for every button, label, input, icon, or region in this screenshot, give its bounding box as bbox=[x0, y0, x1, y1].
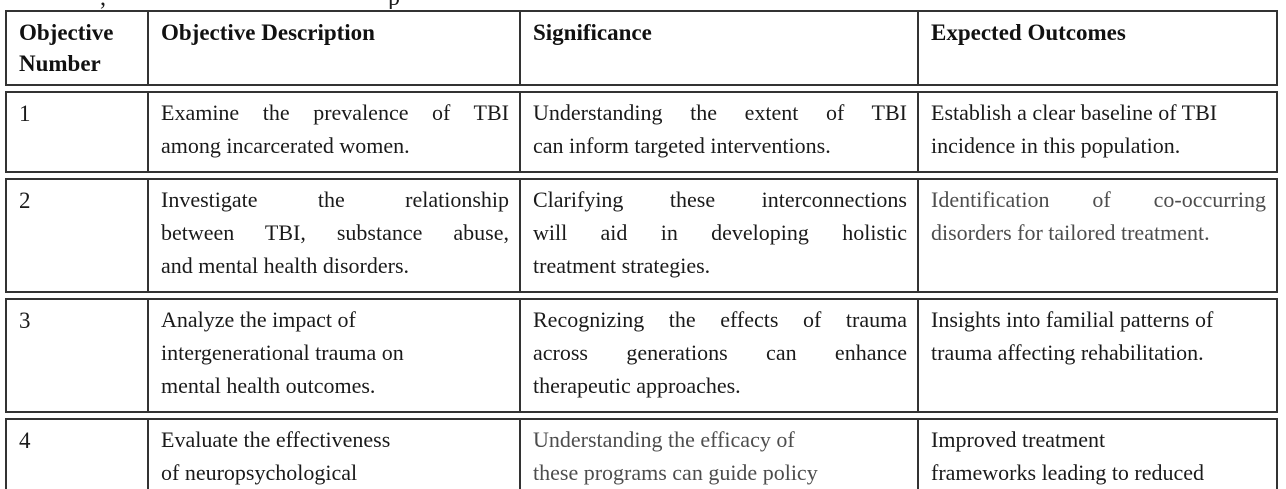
cell-text-line: Improved treatment bbox=[931, 427, 1106, 452]
cell-text-line: incidence in this population. bbox=[931, 133, 1181, 158]
cell-expected-outcomes-row-1: Establish a clear baseline of TBI inciden… bbox=[919, 93, 1276, 171]
cell-significance-row-1: Understanding the extent of TBI can infor… bbox=[521, 93, 919, 171]
text-fragment: , bbox=[100, 0, 106, 9]
cell-objective-number-row-1: 1 bbox=[7, 93, 149, 171]
cell-text-line: Understanding the extent of TBI bbox=[533, 100, 907, 125]
cell-text-line: 1 bbox=[19, 101, 31, 126]
cell-text-line: Expected Outcomes bbox=[931, 20, 1126, 45]
cell-text-line: and mental health disorders. bbox=[161, 253, 410, 278]
cell-expected-outcomes-row-3: Insights into familial patterns of trauma… bbox=[919, 300, 1276, 411]
cell-text-line: Investigate the relationship bbox=[161, 187, 509, 212]
header-cell-objective-description: Objective Description bbox=[149, 12, 521, 84]
cell-text-line: across generations can enhance bbox=[533, 340, 907, 365]
cell-text-line: 4 bbox=[19, 428, 31, 453]
cell-text-line: frameworks leading to reduced bbox=[931, 460, 1205, 485]
cell-expected-outcomes-row-4: Improved treatment frameworks leading to … bbox=[919, 420, 1276, 489]
cell-expected-outcomes-row-2: Identification of co-occurring disorders … bbox=[919, 180, 1276, 291]
cell-text-line: Examine the prevalence of TBI bbox=[161, 100, 509, 125]
cell-text-line: Understanding the efficacy of bbox=[533, 427, 795, 452]
table-row-4: 4 Evaluate the effectiveness of neuropsych… bbox=[5, 418, 1278, 489]
cell-text-line: disorders for tailored treatment. bbox=[931, 220, 1210, 245]
cell-text-line: 3 bbox=[19, 308, 31, 333]
cell-objective-number-row-2: 2 bbox=[7, 180, 149, 291]
table-row-3: 3 Analyze the impact of intergenerational … bbox=[5, 298, 1278, 413]
cell-text-line: Evaluate the effectiveness bbox=[161, 427, 391, 452]
cell-text-line: treatment strategies. bbox=[533, 253, 711, 278]
cell-objective-description-row-1: Examine the prevalence of TBI among incar… bbox=[149, 93, 521, 171]
cell-text-line: can inform targeted interventions. bbox=[533, 133, 831, 158]
cell-text-line: Analyze the impact of bbox=[161, 307, 356, 332]
cell-objective-number-row-3: 3 bbox=[7, 300, 149, 411]
cell-text-line: among incarcerated women. bbox=[161, 133, 410, 158]
cell-text-line: intergenerational trauma on bbox=[161, 340, 404, 365]
cell-objective-description-row-4: Evaluate the effectiveness of neuropsycho… bbox=[149, 420, 521, 489]
cell-text-line: of neuropsychological bbox=[161, 460, 358, 485]
header-cell-expected-outcomes: Expected Outcomes bbox=[919, 12, 1276, 84]
text-fragment: p bbox=[388, 0, 400, 9]
clipped-text-remnant: , p bbox=[0, 0, 1286, 9]
table-row-2: 2 Investigate the relationship between TBI… bbox=[5, 178, 1278, 293]
cell-objective-description-row-3: Analyze the impact of intergenerational t… bbox=[149, 300, 521, 411]
cell-text-line: Recognizing the effects of trauma bbox=[533, 307, 907, 332]
table-row-1: 1 Examine the prevalence of TBI among inca… bbox=[5, 91, 1278, 173]
cell-significance-row-4: Understanding the efficacy of these progr… bbox=[521, 420, 919, 489]
cell-text-line: between TBI, substance abuse, bbox=[161, 220, 509, 245]
cell-text-line: these programs can guide policy bbox=[533, 460, 818, 485]
cell-text-line: therapeutic approaches. bbox=[533, 373, 741, 398]
cell-objective-number-row-4: 4 bbox=[7, 420, 149, 489]
cell-text-line: mental health outcomes. bbox=[161, 373, 376, 398]
cell-text-line: Clarifying these interconnections bbox=[533, 187, 907, 212]
cell-text-line: Insights into familial patterns of bbox=[931, 307, 1214, 332]
cell-objective-description-row-2: Investigate the relationship between TBI,… bbox=[149, 180, 521, 291]
cell-text-line: Establish a clear baseline of TBI bbox=[931, 100, 1218, 125]
cell-significance-row-3: Recognizing the effects of trauma across … bbox=[521, 300, 919, 411]
cell-significance-row-2: Clarifying these interconnections will ai… bbox=[521, 180, 919, 291]
cell-text-line: 2 bbox=[19, 188, 31, 213]
cell-text-line: Number bbox=[19, 51, 101, 76]
cell-text-line: will aid in developing holistic bbox=[533, 220, 907, 245]
cell-text-line: Significance bbox=[533, 20, 652, 45]
cell-text-line: Identification of co-occurring bbox=[931, 187, 1266, 212]
cell-text-line: trauma affecting rehabilitation. bbox=[931, 340, 1204, 365]
header-cell-significance: Significance bbox=[521, 12, 919, 84]
cell-text-line: Objective bbox=[19, 20, 114, 45]
cell-text-line: Objective Description bbox=[161, 20, 375, 45]
